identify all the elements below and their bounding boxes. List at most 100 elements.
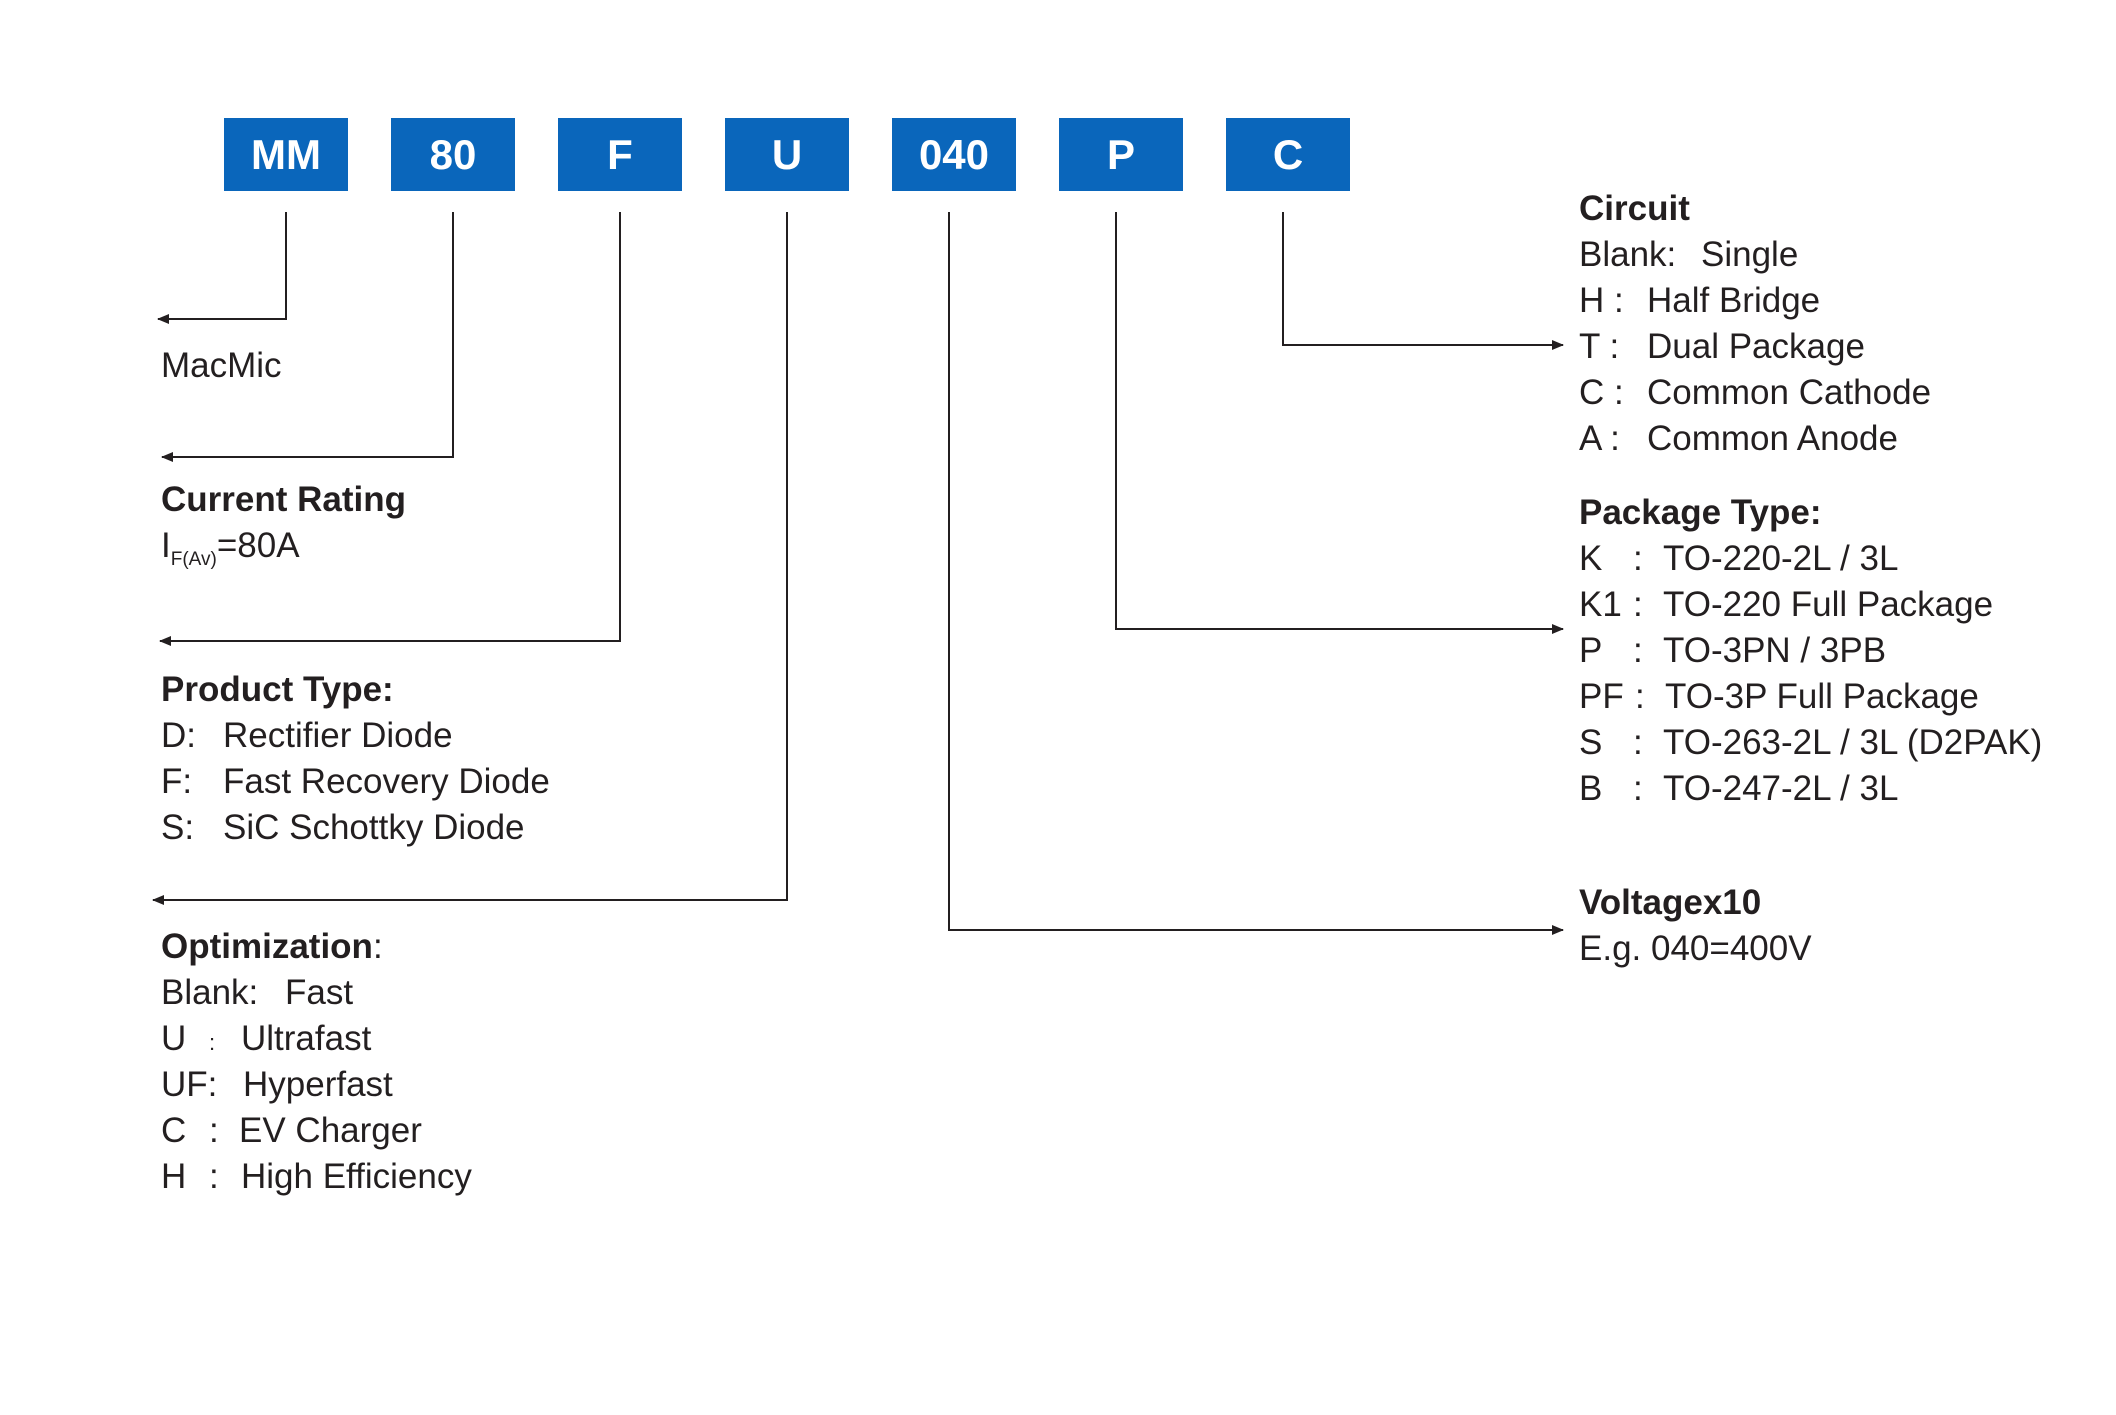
circuit-value: Common Cathode: [1647, 373, 1932, 412]
product-type-title: Product Type:: [161, 670, 394, 709]
optimization-value: Hyperfast: [243, 1065, 393, 1104]
product-value: Rectifier Diode: [223, 716, 453, 755]
optimization-key: C: [161, 1111, 187, 1150]
optimization-key: H: [161, 1157, 187, 1196]
package-item: PF: TO-3P Full Package: [1579, 674, 1979, 720]
package-item: P: TO-3PN / 3PB: [1579, 628, 1886, 674]
connector-product: [159, 212, 621, 646]
optimization-title-row: Optimization:: [161, 924, 383, 970]
brand-label: MacMic: [161, 346, 282, 385]
optimization-key: U: [161, 1019, 187, 1058]
voltage-example: E.g. 040=400V: [1579, 929, 1812, 968]
package-sep: :: [1633, 723, 1643, 762]
package-value: TO-3PN / 3PB: [1663, 631, 1887, 670]
optimization-value: EV Charger: [239, 1111, 422, 1150]
optimization-title-colon: :: [372, 927, 383, 966]
package-value: TO-220 Full Package: [1663, 585, 1994, 624]
code-voltage: 040: [918, 130, 990, 178]
package-sep: :: [1635, 677, 1645, 716]
package-value: TO-247-2L / 3L: [1663, 769, 1899, 808]
circuit-value: Half Bridge: [1647, 281, 1821, 320]
current-value: =80A: [216, 526, 300, 565]
code-box-optimization: U: [725, 118, 849, 191]
connector-circuit: [1282, 212, 1564, 350]
product-item: D: Rectifier Diode: [161, 713, 453, 759]
current-rating-value: IF(Av)=80A: [161, 523, 300, 583]
current-rating-title: Current Rating: [161, 480, 406, 519]
circuit-title: Circuit: [1579, 189, 1690, 228]
code-box-current: 80: [391, 118, 515, 191]
optimization-value: Fast: [285, 973, 354, 1012]
product-item: S: SiC Schottky Diode: [161, 805, 525, 851]
package-type-title: Package Type:: [1579, 493, 1822, 532]
optimization-sep: :: [209, 1157, 219, 1196]
package-key: K1: [1579, 585, 1622, 624]
package-value: TO-263-2L / 3L (D2PAK): [1663, 723, 2043, 762]
product-item: F: Fast Recovery Diode: [161, 759, 550, 805]
product-value: SiC Schottky Diode: [223, 808, 525, 847]
package-sep: :: [1633, 631, 1643, 670]
code-package: P: [1106, 130, 1135, 178]
connector-optimization: [152, 212, 788, 905]
package-key: B: [1579, 769, 1603, 808]
package-sep: :: [1633, 769, 1643, 808]
package-key: P: [1579, 631, 1603, 670]
package-value: TO-3P Full Package: [1665, 677, 1979, 716]
current-subscript: F(Av): [170, 549, 217, 570]
circuit-item: C : Common Cathode: [1579, 370, 1931, 416]
optimization-key: UF:: [161, 1065, 218, 1104]
circuit-value: Single: [1701, 235, 1799, 274]
optimization-value: Ultrafast: [241, 1019, 372, 1058]
circuit-key: Blank:: [1579, 235, 1677, 274]
package-item: S: TO-263-2L / 3L (D2PAK): [1579, 720, 2042, 766]
product-key: S:: [161, 808, 195, 847]
package-value: TO-220-2L / 3L: [1663, 539, 1899, 578]
product-value: Fast Recovery Diode: [223, 762, 550, 801]
package-key: S: [1579, 723, 1603, 762]
optimization-sep: :: [209, 1030, 216, 1055]
circuit-key: C :: [1579, 373, 1624, 412]
code-box-package: P: [1059, 118, 1183, 191]
voltage-title: Voltagex10: [1579, 883, 1762, 922]
circuit-item: Blank: Single: [1579, 232, 1798, 278]
optimization-item: UF: Hyperfast: [161, 1062, 393, 1108]
code-current: 80: [429, 130, 477, 178]
circuit-key: H :: [1579, 281, 1624, 320]
optimization-item: C: EV Charger: [161, 1108, 422, 1154]
product-key: F:: [161, 762, 193, 801]
circuit-item: T : Dual Package: [1579, 324, 1865, 370]
package-item: K: TO-220-2L / 3L: [1579, 536, 1898, 582]
optimization-item: H: High Efficiency: [161, 1154, 472, 1200]
code-circuit: C: [1272, 130, 1304, 178]
connector-package: [1115, 212, 1564, 634]
optimization-sep: :: [209, 1111, 219, 1150]
package-key: PF: [1579, 677, 1624, 716]
package-sep: :: [1633, 539, 1643, 578]
code-box-voltage: 040: [892, 118, 1016, 191]
code-brand: MM: [251, 130, 321, 178]
package-item: B: TO-247-2L / 3L: [1579, 766, 1898, 812]
current-symbol: I: [161, 526, 171, 565]
package-sep: :: [1633, 585, 1643, 624]
connector-brand: [157, 212, 287, 324]
connector-voltage: [948, 212, 1564, 935]
circuit-key: T :: [1579, 327, 1620, 366]
code-box-circuit: C: [1226, 118, 1350, 191]
circuit-item: A : Common Anode: [1579, 416, 1898, 462]
circuit-item: H : Half Bridge: [1579, 278, 1820, 324]
circuit-value: Common Anode: [1647, 419, 1898, 458]
circuit-value: Dual Package: [1647, 327, 1865, 366]
code-product: F: [607, 130, 633, 178]
package-key: K: [1579, 539, 1603, 578]
package-item: K1: TO-220 Full Package: [1579, 582, 1993, 628]
circuit-key: A :: [1579, 419, 1620, 458]
optimization-title: Optimization: [161, 927, 373, 966]
optimization-value: High Efficiency: [241, 1157, 472, 1196]
code-box-product: F: [558, 118, 682, 191]
optimization-key: Blank:: [161, 973, 259, 1012]
code-optimization: U: [771, 130, 803, 178]
product-key: D:: [161, 716, 196, 755]
optimization-item: Blank: Fast: [161, 970, 353, 1016]
optimization-item: U: Ultrafast: [161, 1016, 371, 1066]
